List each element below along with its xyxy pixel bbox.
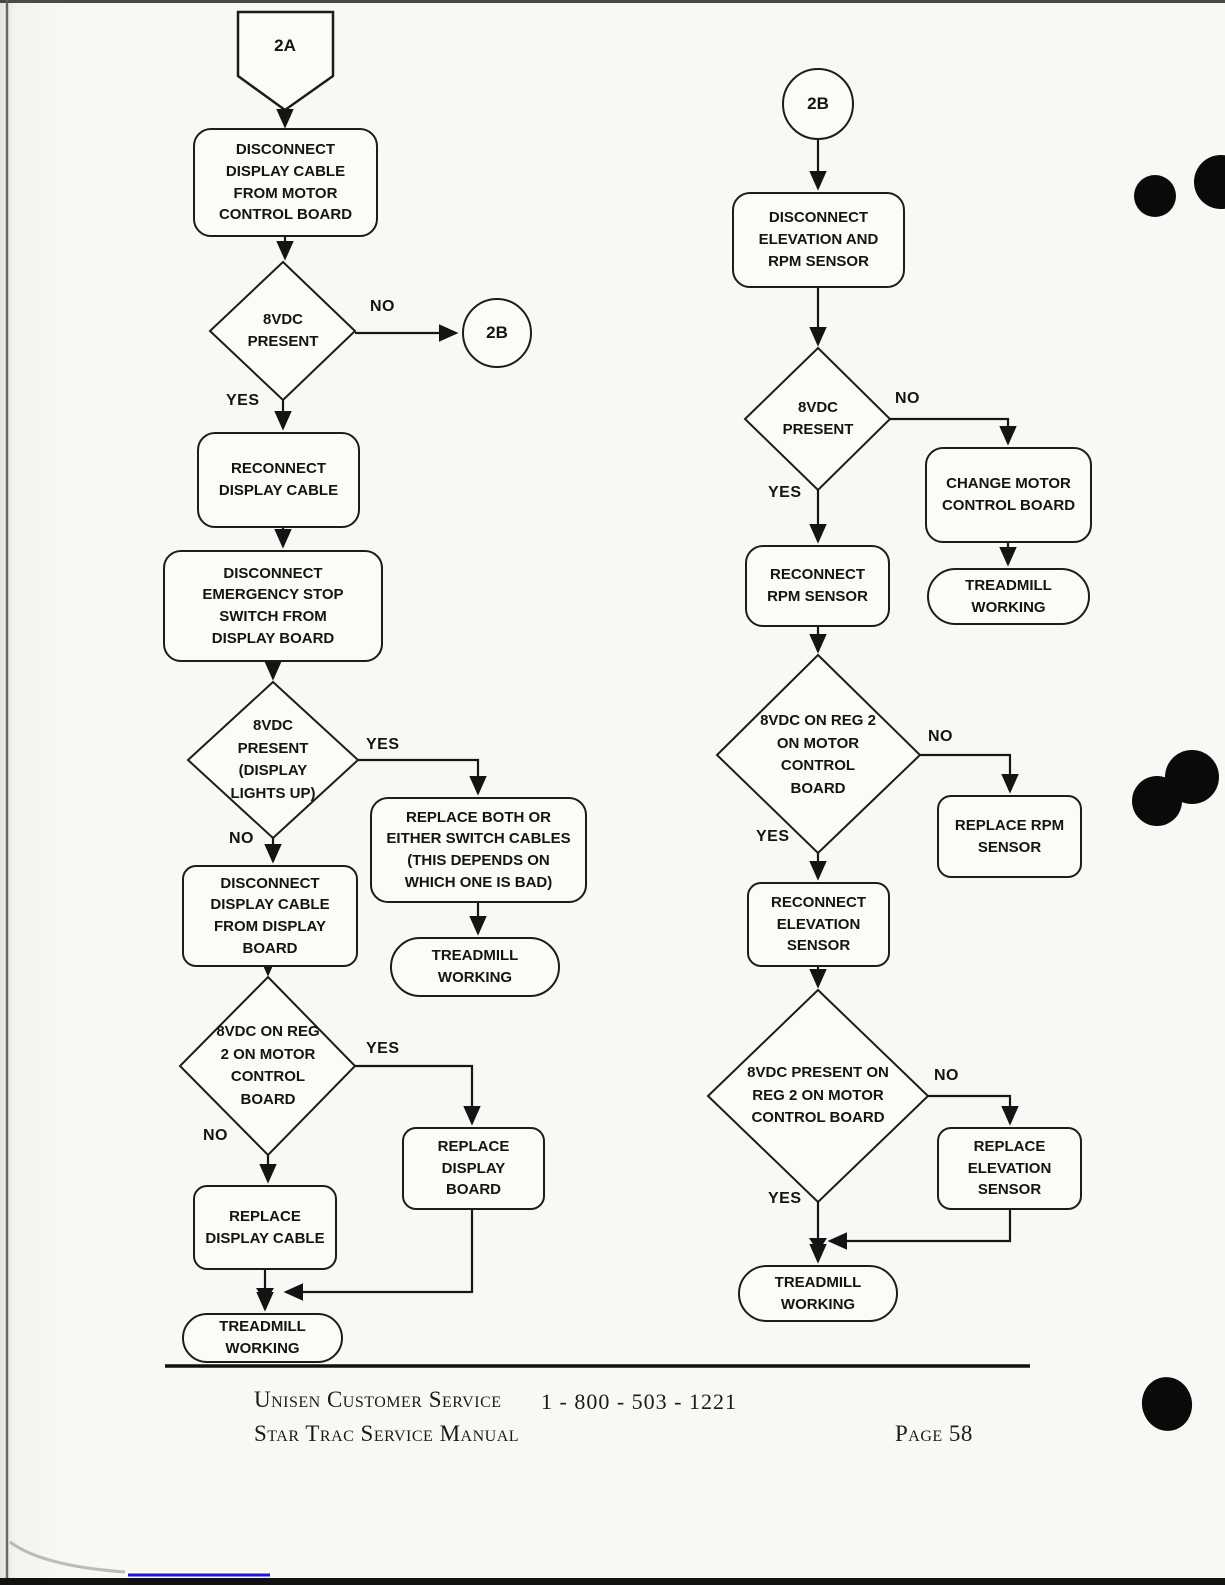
edge-label-no: NO: [928, 728, 953, 745]
step-replace-rpm: REPLACE RPM SENSOR: [937, 795, 1082, 878]
edge-label-no: NO: [895, 390, 920, 407]
scan-dot: [1165, 750, 1219, 804]
footer-customer-service: Unisen Customer Service: [254, 1387, 502, 1412]
connector-goto-2b: 2B: [462, 298, 532, 368]
end-treadmill-working: TREADMILL WORKING: [927, 568, 1090, 625]
step-reconnect-display-cable: RECONNECT DISPLAY CABLE: [197, 432, 360, 528]
step-reconnect-elev: RECONNECT ELEVATION SENSOR: [747, 882, 890, 967]
edge-label-no: NO: [203, 1127, 228, 1144]
decision-label-present-reg2: 8VDC PRESENT ON REG 2 ON MOTOR CONTROL B…: [747, 1064, 889, 1127]
step-disconnect-elev-rpm: DISCONNECT ELEVATION AND RPM SENSOR: [732, 192, 905, 288]
merge-arrowhead: [256, 1288, 274, 1302]
decision-label-reg2-left: 8VDC ON REG 2 ON MOTOR CONTROL BOARD: [216, 1023, 320, 1108]
step-disconnect-display-motor: DISCONNECT DISPLAY CABLE FROM MOTOR CONT…: [193, 128, 378, 237]
footer-manual-title: Star Trac Service Manual: [254, 1421, 520, 1446]
step-replace-display-cable: REPLACE DISPLAY CABLE: [193, 1185, 337, 1270]
edge-label-no: NO: [934, 1067, 959, 1084]
merge-arrowhead: [809, 1238, 827, 1252]
decision-label-reg2-right: 8VDC ON REG 2 ON MOTOR CONTROL BOARD: [760, 712, 876, 797]
step-replace-switch-cables: REPLACE BOTH OR EITHER SWITCH CABLES (TH…: [370, 797, 587, 903]
edge-label-no: NO: [229, 830, 254, 847]
edge-label-yes: YES: [366, 736, 400, 753]
connector-start-2b: 2B: [782, 68, 854, 140]
step-disconnect-display-board: DISCONNECT DISPLAY CABLE FROM DISPLAY BO…: [182, 865, 358, 967]
footer-page-number: Page 58: [895, 1421, 973, 1446]
step-replace-elev: REPLACE ELEVATION SENSOR: [937, 1127, 1082, 1210]
scan-dot: [1134, 175, 1176, 217]
edge-label-yes: YES: [226, 392, 260, 409]
step-reconnect-rpm: RECONNECT RPM SENSOR: [745, 545, 890, 627]
edge-label-yes: YES: [366, 1040, 400, 1057]
scan-dot: [1194, 155, 1225, 209]
scan-smudge: [9, 1540, 126, 1574]
connector-label-2a: 2A: [274, 36, 296, 55]
edge-label-no: NO: [370, 298, 395, 315]
end-treadmill-working: TREADMILL WORKING: [738, 1265, 898, 1322]
scan-top-edge: [0, 0, 1225, 3]
decision-label-8vdc-right: 8VDC PRESENT: [782, 398, 854, 439]
edge-label-yes: YES: [768, 1190, 802, 1207]
step-change-motor-board: CHANGE MOTOR CONTROL BOARD: [925, 447, 1092, 543]
edge-label-yes: YES: [768, 484, 802, 501]
offpage-connector-2a: [236, 10, 335, 112]
decision-label-display-lights: 8VDC PRESENT (DISPLAY LIGHTS UP): [230, 717, 316, 802]
end-treadmill-working: TREADMILL WORKING: [182, 1313, 343, 1363]
edge-label-yes: YES: [756, 828, 790, 845]
scan-bottom-edge: [0, 1578, 1225, 1585]
flow-arrows: [256, 108, 1019, 1312]
footer-phone-number: 1 - 800 - 503 - 1221: [541, 1389, 737, 1414]
step-replace-display-board: REPLACE DISPLAY BOARD: [402, 1127, 545, 1210]
scan-dot: [1141, 1377, 1193, 1431]
decision-label-8vdc-left: 8VDC PRESENT: [247, 310, 319, 351]
step-disconnect-estop: DISCONNECT EMERGENCY STOP SWITCH FROM DI…: [163, 550, 383, 662]
end-treadmill-working: TREADMILL WORKING: [390, 937, 560, 997]
